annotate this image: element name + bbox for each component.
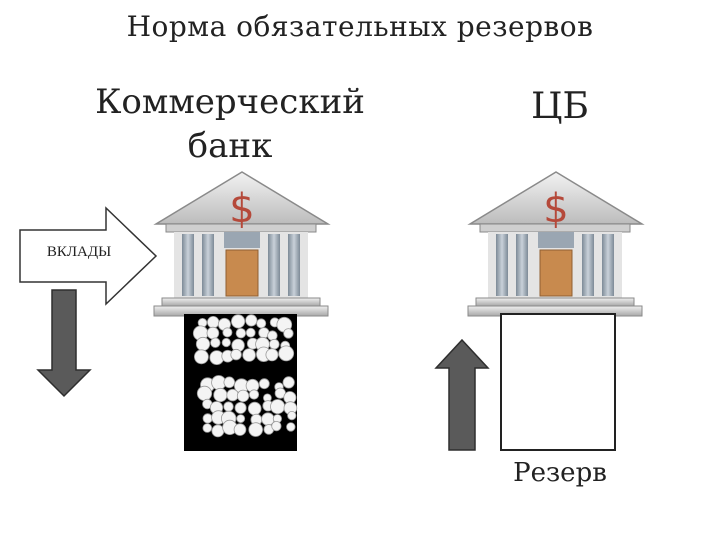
- down-arrow-icon: [36, 289, 92, 398]
- coin: [236, 389, 250, 403]
- coin: [248, 389, 260, 400]
- deposits-arrow-icon: [19, 206, 158, 306]
- coin: [283, 328, 294, 339]
- coin: [221, 337, 231, 348]
- coin: [230, 348, 242, 361]
- commercial-bank-label: Коммерческий банк: [80, 80, 380, 168]
- coin: [282, 376, 295, 389]
- up-arrow-icon: [434, 338, 490, 451]
- coin: [206, 326, 220, 340]
- coin: [278, 345, 295, 362]
- central-bank-icon: $: [467, 171, 645, 317]
- coin: [247, 401, 262, 416]
- coin: [196, 385, 213, 401]
- reserve-box: [500, 313, 616, 451]
- central-bank-label: ЦБ: [531, 86, 589, 127]
- coin: [231, 314, 246, 329]
- coin: [287, 410, 297, 421]
- commercial-bank-label-line2: банк: [187, 126, 273, 166]
- coin: [236, 414, 246, 424]
- vault-coins-icon: [192, 314, 298, 438]
- coin: [210, 337, 221, 348]
- coin: [235, 328, 247, 339]
- reserve-label: Резерв: [513, 458, 607, 488]
- page-title: Норма обязательных резервов: [126, 10, 594, 43]
- deposits-label: ВКЛАДЫ: [46, 244, 112, 260]
- coin: [233, 423, 247, 436]
- coin: [258, 378, 270, 390]
- coin: [234, 401, 247, 414]
- coin: [226, 388, 239, 402]
- coin: [202, 413, 213, 424]
- dollar-sign-icon: $: [543, 186, 568, 232]
- coin: [270, 399, 286, 415]
- coin: [222, 327, 233, 338]
- coin: [213, 387, 228, 403]
- coin: [245, 314, 258, 327]
- commercial-bank-label-line1: Коммерческий: [95, 82, 365, 122]
- commercial-bank-icon: $: [153, 171, 331, 317]
- coin: [267, 330, 278, 341]
- coin: [245, 327, 256, 338]
- coin: [248, 422, 264, 437]
- coin: [268, 338, 280, 350]
- coin: [195, 336, 211, 352]
- coin: [223, 376, 236, 389]
- coin: [206, 316, 220, 329]
- coin: [211, 424, 225, 438]
- coin: [193, 349, 209, 365]
- coin: [286, 422, 296, 432]
- coin: [271, 420, 282, 432]
- coin: [256, 318, 267, 329]
- coin: [223, 401, 234, 412]
- dollar-sign-icon: $: [229, 186, 254, 232]
- coin: [265, 348, 279, 362]
- coin: [242, 348, 256, 362]
- coin: [202, 423, 213, 433]
